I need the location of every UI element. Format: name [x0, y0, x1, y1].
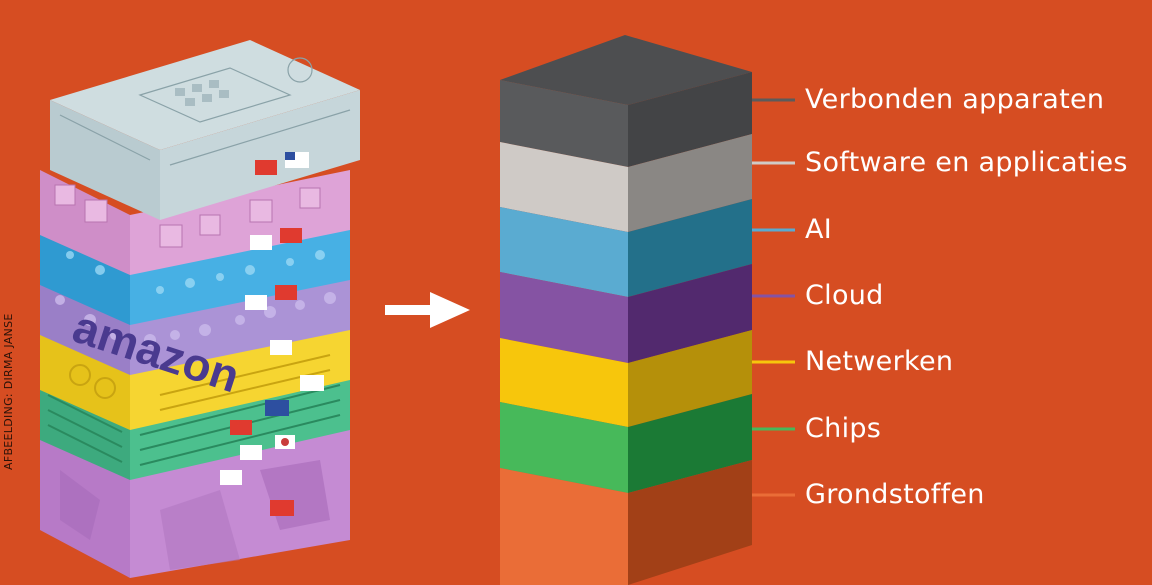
layer-front-face — [500, 80, 628, 167]
layer-label: Chips — [805, 413, 882, 444]
layer-label: Verbonden apparaten — [805, 84, 1105, 115]
layer-side-face — [628, 330, 752, 427]
layer-label: Cloud — [805, 280, 884, 311]
isometric-tech-stack-illustration: amazon — [40, 40, 360, 578]
layer-front-face — [500, 338, 628, 427]
image-credit: AFBEELDING: DIRMA JANSE — [2, 313, 15, 470]
layer-side-face — [628, 72, 752, 167]
layer-label: Grondstoffen — [805, 479, 985, 510]
layer-stack — [500, 35, 795, 585]
layer-label: Netwerken — [805, 346, 954, 377]
layer-side-face — [628, 460, 752, 585]
layer-label: AI — [805, 214, 833, 245]
layer-front-face — [500, 468, 628, 585]
layer-side-face — [628, 199, 752, 297]
layer-front-face — [500, 207, 628, 297]
arrow-right-icon — [385, 292, 470, 328]
stack-top-face — [500, 35, 752, 105]
layer-side-face — [628, 134, 752, 232]
flag-icons — [220, 152, 324, 516]
layer-front-face — [500, 142, 628, 232]
layer-front-face — [500, 402, 628, 493]
layer-front-face — [500, 272, 628, 363]
layer-label: Software en applicaties — [805, 147, 1128, 178]
